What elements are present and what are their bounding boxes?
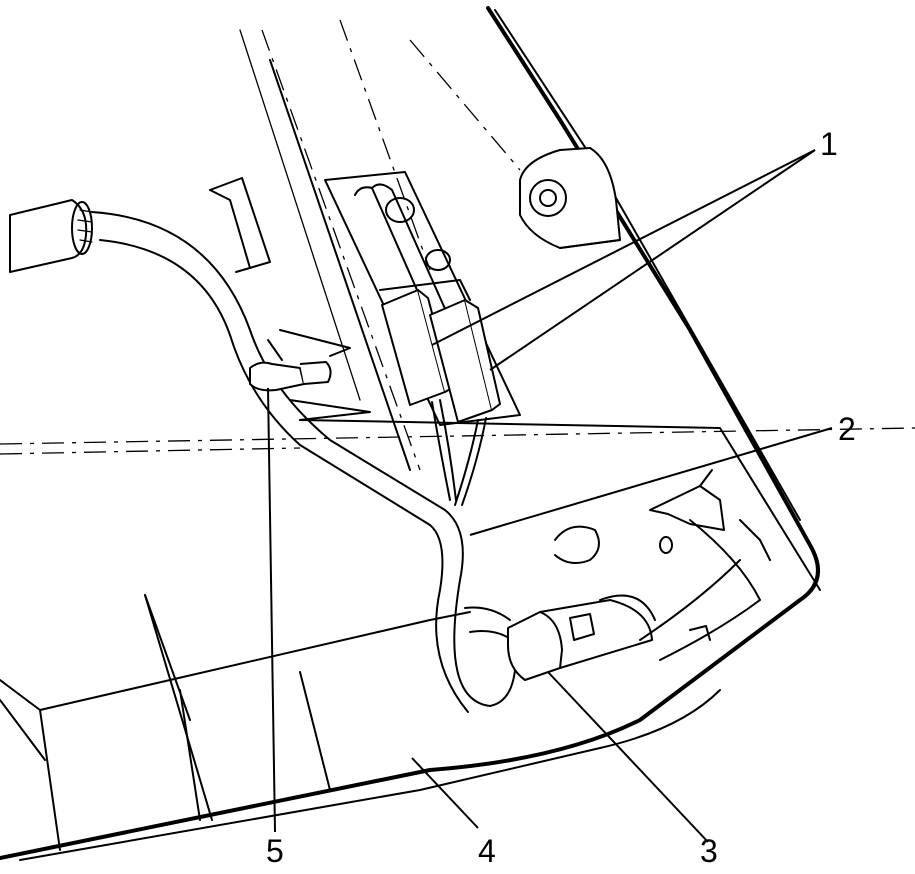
callout-1: 1: [820, 126, 838, 162]
reference-lines: [0, 19, 915, 471]
callout-5: 5: [266, 833, 284, 869]
leader-3: [547, 671, 709, 843]
callout-2: 2: [838, 411, 856, 447]
connector-pair: [379, 279, 501, 423]
callout-3: 3: [700, 833, 718, 869]
hinge-bracket: [519, 147, 621, 249]
harness-conduit-end: [9, 199, 93, 273]
callout-labels: 1 2 3 4 5: [266, 126, 856, 869]
leader-1a: [431, 149, 816, 346]
leader-lines: [267, 149, 833, 843]
leader-2: [469, 427, 833, 536]
leader-4: [411, 757, 479, 829]
leader-1b: [489, 149, 816, 371]
callout-4: 4: [478, 833, 496, 869]
pigtail-wires: [431, 399, 487, 506]
small-bracket: [209, 177, 271, 273]
leader-5: [267, 387, 276, 833]
lamp-interior: [554, 469, 771, 661]
wiring-harness: [91, 211, 517, 713]
harness-retainer-clip: [249, 329, 371, 421]
lower-lamp-panel: [0, 594, 471, 851]
lower-bulb-socket: [507, 594, 656, 681]
lamp-housing: [0, 6, 821, 861]
